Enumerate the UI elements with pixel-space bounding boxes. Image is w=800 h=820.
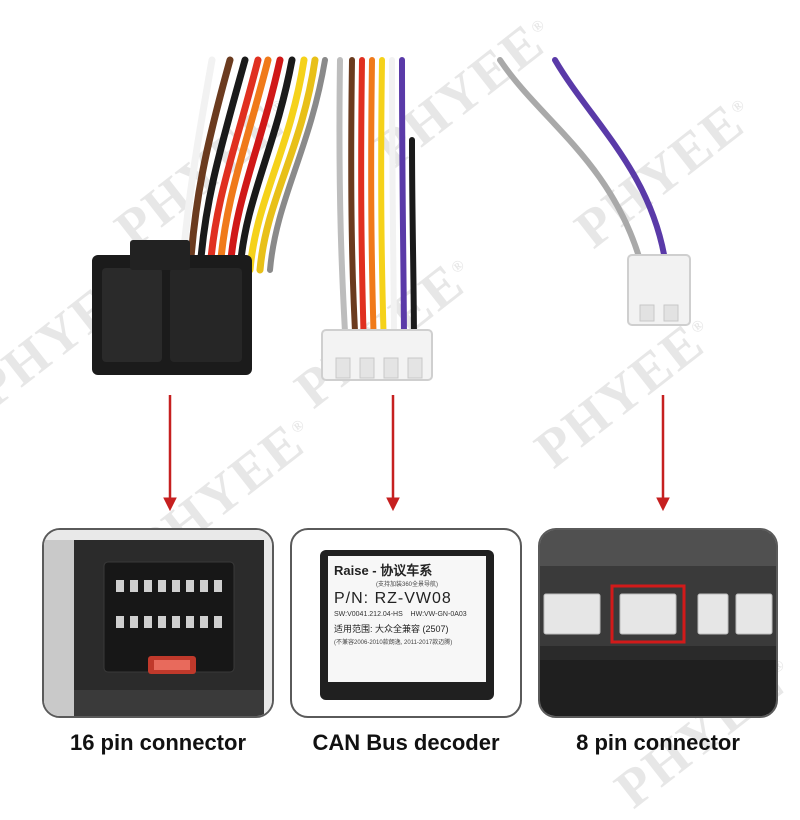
product-stage: PHYEE® PHYEE® PHYEE® PHYEE® PHYEE® PHYEE… — [0, 11, 795, 819]
panel-16-pin-socket — [42, 528, 274, 718]
panel-can-bus-decoder: Raise - 协议车系 (支持加装360全景导航) P/N: RZ-VW08 … — [290, 528, 522, 718]
8-pin-socket-photo — [540, 530, 776, 716]
decoder-sw-version: SW:V0041.212.04-HS — [334, 611, 403, 618]
decoder-compat-note: (不兼容2006-2010款朗逸, 2011-2017款迈腾) — [334, 640, 453, 646]
can-bus-plug — [321, 329, 433, 381]
decoder-title: Raise - 协议车系 — [334, 563, 433, 578]
8-pin-plug — [627, 254, 691, 326]
wiring-harness-illustration — [92, 56, 691, 512]
decoder-part-number: P/N: RZ-VW08 — [334, 590, 452, 607]
highlight-box — [610, 584, 686, 644]
decoder-hw-version: HW:VW-GN-0A03 — [410, 611, 467, 618]
decoder-compat-range: 适用范围: 大众全兼容 (2507) — [334, 624, 449, 634]
caption-8-pin: 8 pin connector — [576, 730, 740, 755]
pointer-arrows — [163, 395, 670, 512]
panel-8-pin-socket — [538, 528, 778, 718]
16-pin-plug — [92, 240, 252, 375]
caption-16-pin: 16 pin connector — [69, 730, 247, 755]
caption-can-bus: CAN Bus decoder — [312, 730, 500, 755]
decoder-label: Raise - 协议车系 (支持加装360全景导航) P/N: RZ-VW08 … — [328, 556, 486, 682]
decoder-subtitle: (支持加装360全景导航) — [375, 582, 438, 588]
16-pin-socket-photo — [44, 530, 272, 716]
